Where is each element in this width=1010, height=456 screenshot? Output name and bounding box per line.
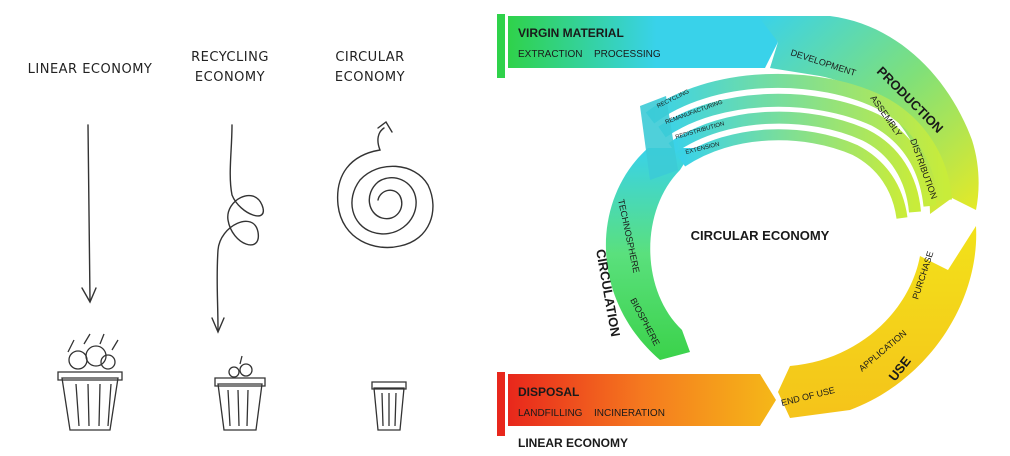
recycling-arrow-head [211,317,225,334]
medium-trash-can-icon [214,355,266,431]
circular-economy-title: CIRCULAR ECONOMY [334,50,406,85]
linear-recycling-circular-sketch: LINEAR ECONOMY RECYCLING ECONOMY CIRCULA… [0,0,490,456]
circular-arrow-head [377,120,393,133]
circular-spiral-arrow [336,127,434,249]
linear-economy-title: LINEAR ECONOMY [27,62,153,77]
linear-economy-label: LINEAR ECONOMY [518,436,628,450]
virgin-material-marker [497,14,505,78]
sketch-drawing [57,120,434,431]
center-label: CIRCULAR ECONOMY [691,228,830,243]
circulation-band [605,148,694,360]
full-trash-can-icon [57,333,123,431]
virgin-extraction-label: EXTRACTION [518,49,582,60]
virgin-processing-label: PROCESSING [594,49,661,60]
linear-arrow-head [81,287,97,304]
recycling-economy-title: RECYCLING ECONOMY [191,50,269,85]
loop-arcs [645,73,952,219]
recycling-loop-arrow [216,124,265,331]
virgin-material-band [508,16,778,68]
virgin-material-title: VIRGIN MATERIAL [518,26,624,40]
empty-trash-can-icon [371,381,407,431]
disposal-title: DISPOSAL [518,385,579,399]
circular-economy-diagram: VIRGIN MATERIAL EXTRACTION PROCESSING DE… [490,0,1010,456]
linear-arrow [87,124,91,301]
disposal-landfilling-label: LANDFILLING [518,408,583,419]
disposal-marker [497,372,505,436]
loops-arrowhead [640,96,678,180]
disposal-band [508,374,776,426]
use-band [778,226,977,418]
disposal-incineration-label: INCINERATION [594,408,665,419]
